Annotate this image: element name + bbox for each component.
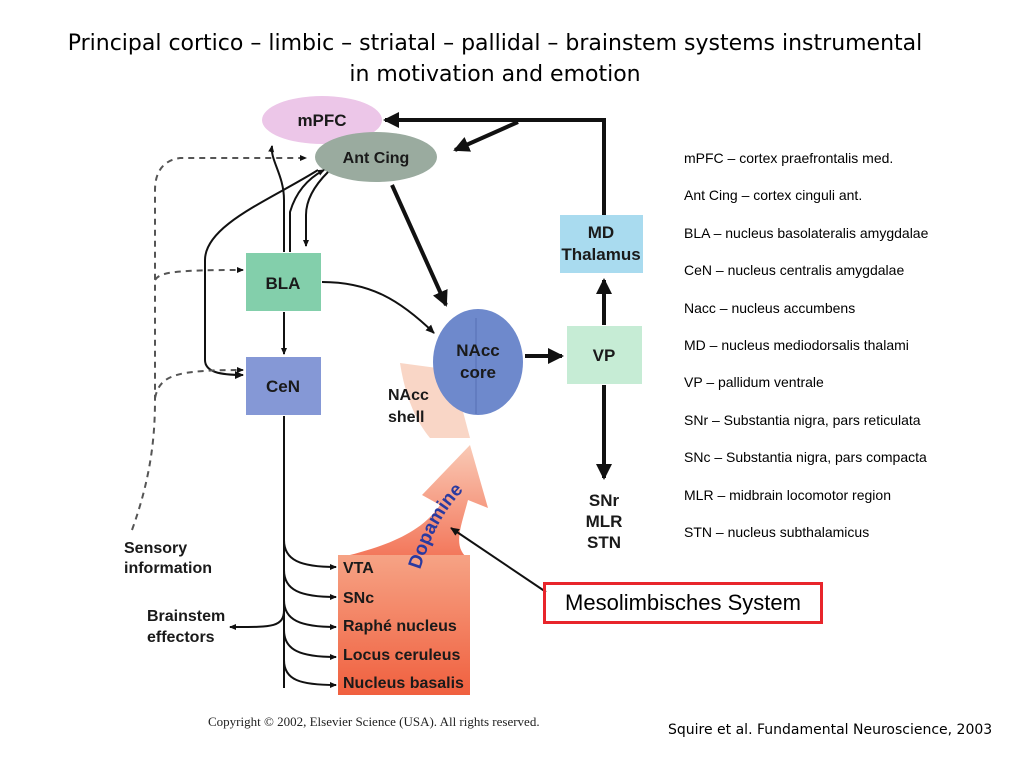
- md-label-2: Thalamus: [561, 245, 640, 264]
- arrow-antcing-to-bla: [303, 171, 329, 247]
- abbreviation-legend: mPFC – cortex praefrontalis med. Ant Cin…: [684, 148, 928, 559]
- sensory-label-1: Sensory: [124, 540, 187, 557]
- arrow-bla-to-antcing: [289, 169, 325, 252]
- nucleus-raphe: Raphé nucleus: [343, 618, 457, 635]
- arrow-to-vta: [283, 539, 337, 570]
- nacc-core-node: [433, 309, 523, 415]
- ant-cing-label: Ant Cing: [343, 150, 410, 167]
- brainstem-label-2: effectors: [147, 629, 215, 646]
- legend-item: Ant Cing – cortex cinguli ant.: [684, 187, 863, 204]
- bla-node: [246, 253, 321, 311]
- sensory-label-2: information: [124, 560, 212, 577]
- brainstem-nuclei-block: [338, 555, 470, 695]
- nacc-core-label-2: core: [460, 363, 496, 382]
- legend-item: SNc – Substantia nigra, pars compacta: [684, 449, 927, 466]
- mlr-label: MLR: [586, 512, 623, 531]
- legend-item: BLA – nucleus basolateralis amygdalae: [684, 224, 929, 241]
- nucleus-vta: VTA: [343, 560, 374, 577]
- annotation-pointer: [450, 527, 547, 593]
- vp-node: [567, 326, 642, 384]
- nucleus-snc: SNc: [343, 590, 374, 607]
- legend-item: STN – nucleus subthalamicus: [684, 523, 870, 540]
- legend-item: MLR – midbrain locomotor region: [684, 486, 891, 503]
- arrow-md-to-antcing: [453, 120, 519, 152]
- bla-label: BLA: [266, 274, 301, 293]
- arrow-md-to-mpfc: [383, 112, 606, 215]
- nacc-core-label-1: NAcc: [456, 341, 499, 360]
- arrow-antcing-to-cen: [204, 169, 319, 379]
- arrow-bla-to-mpfc: [268, 145, 285, 252]
- arrow-to-basalis: [283, 659, 337, 688]
- mpfc-label: mPFC: [297, 111, 346, 130]
- stn-label: STN: [587, 533, 621, 552]
- legend-item: VP – pallidum ventrale: [684, 374, 824, 391]
- page-title: Principal cortico – limbic – striatal – …: [67, 31, 923, 87]
- dashed-sensory-to-bla: [154, 267, 244, 281]
- dashed-sensory-to-cen: [154, 367, 244, 399]
- dashed-sensory-trunk: [131, 155, 307, 531]
- legend-item: mPFC – cortex praefrontalis med.: [684, 150, 894, 166]
- md-label-1: MD: [588, 223, 614, 242]
- nacc-shell-label-2: shell: [388, 409, 424, 426]
- arrow-to-brainstem-effectors: [229, 609, 285, 631]
- arrow-to-raphe: [283, 599, 337, 630]
- legend-item: SNr – Substantia nigra, pars reticulata: [684, 411, 921, 428]
- arrow-bla-to-nacc: [321, 281, 435, 334]
- nucleus-locus-ceruleus: Locus ceruleus: [343, 647, 460, 664]
- cen-label: CeN: [266, 377, 300, 396]
- legend-item: MD – nucleus mediodorsalis thalami: [684, 336, 909, 353]
- nacc-shell-label-1: NAcc: [388, 387, 429, 404]
- vp-label: VP: [593, 346, 616, 365]
- arrow-to-locus: [283, 629, 337, 660]
- cen-node: [246, 357, 321, 415]
- snr-label: SNr: [589, 491, 620, 510]
- arrow-antcing-to-nacc: [390, 184, 448, 307]
- mesolimbic-annotation: Mesolimbisches System: [543, 582, 823, 624]
- mpfc-node: [262, 96, 382, 144]
- ant-cing-node: [315, 132, 437, 182]
- legend-item: Nacc – nucleus accumbens: [684, 299, 856, 316]
- legend-item: CeN – nucleus centralis amygdalae: [684, 262, 905, 279]
- nucleus-basalis: Nucleus basalis: [343, 675, 464, 692]
- copyright-notice: Copyright © 2002, Elsevier Science (USA)…: [208, 714, 540, 729]
- md-thalamus-node: [560, 215, 643, 273]
- arrow-to-snc: [283, 569, 337, 600]
- citation: Squire et al. Fundamental Neuroscience, …: [668, 722, 993, 738]
- brainstem-label-1: Brainstem: [147, 608, 225, 625]
